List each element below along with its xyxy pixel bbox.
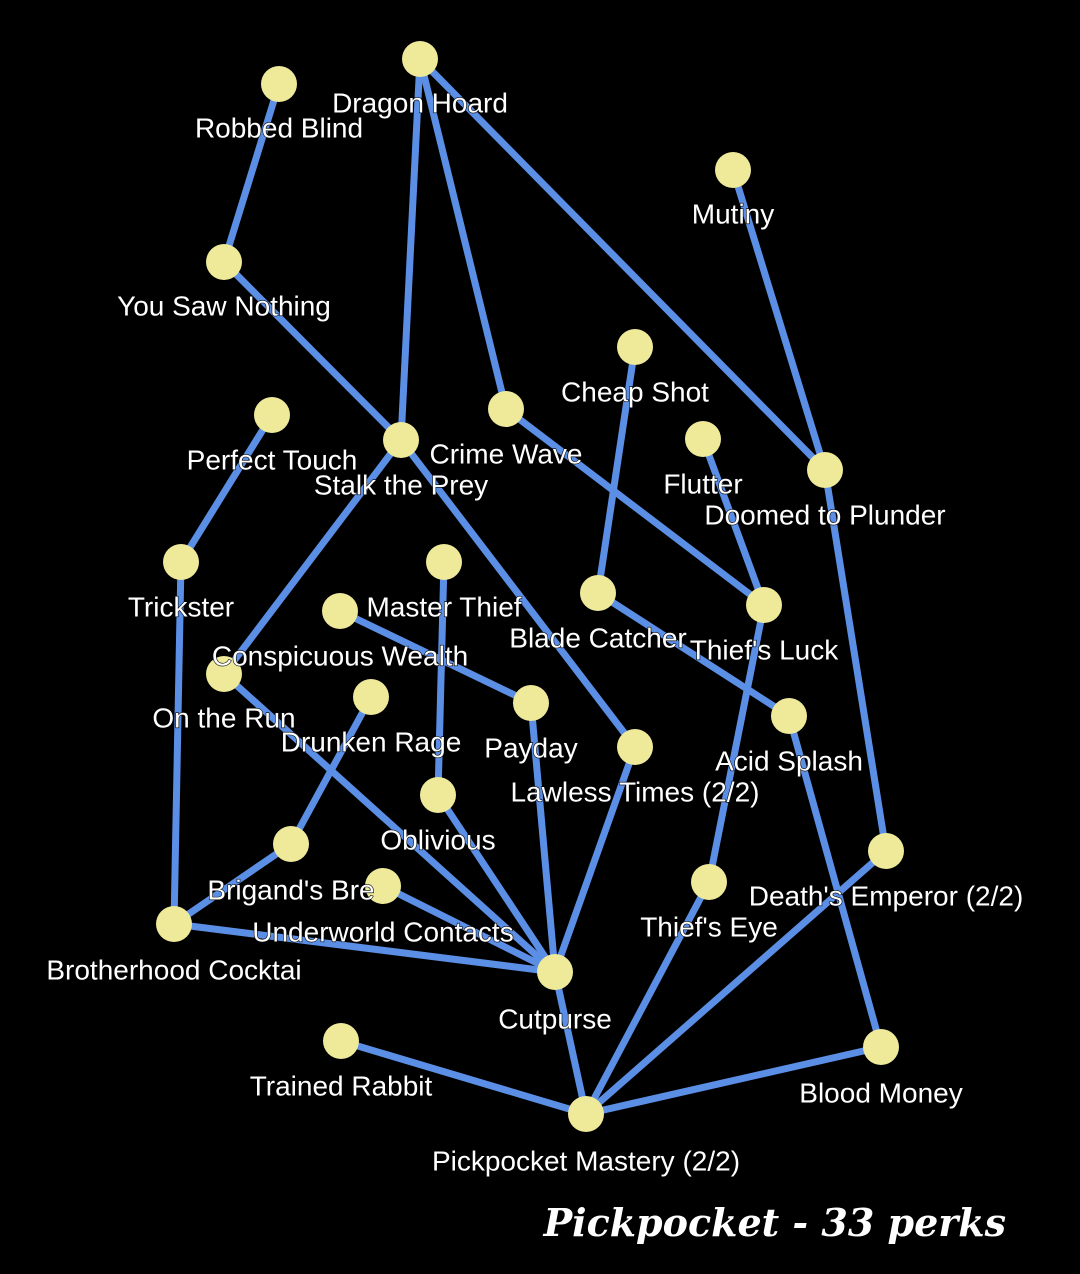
link-acid-splash-to-blood-money bbox=[785, 712, 885, 1051]
link-thiefs-eye-to-pickpocket-mastery bbox=[582, 878, 713, 1118]
perk-label-cheap-shot: Cheap Shot bbox=[561, 376, 709, 407]
perk-label-stalk-the-prey: Stalk the Prey bbox=[314, 469, 488, 500]
link-on-the-run-to-cutpurse bbox=[220, 670, 559, 976]
perk-node-doomed-to-plunder[interactable] bbox=[807, 452, 843, 488]
perk-node-cheap-shot[interactable] bbox=[617, 329, 653, 365]
perk-node-cutpurse[interactable] bbox=[537, 954, 573, 990]
perk-label-blood-money: Blood Money bbox=[799, 1077, 962, 1108]
link-mutiny-to-doomed-to-plunder bbox=[729, 166, 829, 474]
perk-label-conspicuous-wealth: Conspicuous Wealth bbox=[212, 640, 468, 671]
perk-node-brotherhood-cocktail[interactable] bbox=[156, 906, 192, 942]
perk-label-trained-rabbit: Trained Rabbit bbox=[250, 1070, 433, 1101]
link-lawless-times-to-cutpurse bbox=[551, 743, 639, 976]
perk-label-mutiny: Mutiny bbox=[692, 198, 774, 229]
link-stalk-the-prey-to-on-the-run bbox=[220, 436, 405, 678]
perk-label-thiefs-luck: Thief's Luck bbox=[690, 634, 840, 665]
perk-label-doomed-to-plunder: Doomed to Plunder bbox=[704, 499, 945, 530]
perk-node-robbed-blind[interactable] bbox=[261, 66, 297, 102]
link-blood-money-to-pickpocket-mastery bbox=[582, 1043, 885, 1118]
link-drunken-rage-to-brigands-brew bbox=[287, 693, 375, 848]
link-perfect-touch-to-trickster bbox=[177, 411, 276, 566]
link-doomed-to-plunder-to-deaths-emperor bbox=[821, 466, 890, 855]
link-cheap-shot-to-blade-catcher bbox=[594, 343, 639, 597]
perk-label-drunken-rage: Drunken Rage bbox=[281, 726, 462, 757]
perk-node-blade-catcher[interactable] bbox=[580, 575, 616, 611]
perk-node-brigands-brew[interactable] bbox=[273, 826, 309, 862]
perk-label-on-the-run: On the Run bbox=[152, 702, 295, 733]
perk-label-dragon-hoard: Dragon Hoard bbox=[332, 87, 508, 118]
perk-node-crime-wave[interactable] bbox=[488, 391, 524, 427]
link-oblivious-to-cutpurse bbox=[434, 791, 559, 976]
perk-label-blade-catcher: Blade Catcher bbox=[509, 622, 686, 653]
link-trickster-to-brotherhood-cocktail bbox=[170, 558, 185, 928]
link-conspicuous-wealth-to-payday bbox=[336, 607, 535, 707]
perk-node-master-thief[interactable] bbox=[426, 544, 462, 580]
perk-label-thiefs-eye: Thief's Eye bbox=[640, 911, 778, 942]
perk-label-trickster: Trickster bbox=[128, 591, 234, 622]
perk-node-stalk-the-prey[interactable] bbox=[383, 422, 419, 458]
perk-node-trickster[interactable] bbox=[163, 544, 199, 580]
perk-node-flutter[interactable] bbox=[685, 421, 721, 457]
link-underworld-contacts-to-cutpurse bbox=[379, 882, 559, 976]
perk-node-underworld-contacts[interactable] bbox=[365, 868, 401, 904]
perk-label-oblivious: Oblivious bbox=[380, 824, 495, 855]
perk-node-pickpocket-mastery[interactable] bbox=[568, 1096, 604, 1132]
perk-label-crime-wave: Crime Wave bbox=[430, 438, 583, 469]
perk-node-thiefs-eye[interactable] bbox=[691, 864, 727, 900]
perk-links bbox=[170, 55, 890, 1118]
perk-node-trained-rabbit[interactable] bbox=[323, 1023, 359, 1059]
perk-node-on-the-run[interactable] bbox=[206, 656, 242, 692]
link-trained-rabbit-to-pickpocket-mastery bbox=[337, 1037, 590, 1118]
link-brotherhood-cocktail-to-cutpurse bbox=[170, 920, 559, 976]
perk-node-oblivious[interactable] bbox=[420, 777, 456, 813]
perk-label-payday: Payday bbox=[484, 732, 577, 763]
perk-label-acid-splash: Acid Splash bbox=[715, 745, 863, 776]
perk-node-payday[interactable] bbox=[513, 685, 549, 721]
perk-node-dragon-hoard[interactable] bbox=[402, 41, 438, 77]
perk-node-mutiny[interactable] bbox=[715, 152, 751, 188]
perk-label-deaths-emperor: Death's Emperor (2/2) bbox=[749, 880, 1024, 911]
perk-node-deaths-emperor[interactable] bbox=[868, 833, 904, 869]
perk-label-brigands-brew: Brigand's Bre bbox=[207, 874, 374, 905]
perk-nodes bbox=[156, 41, 904, 1132]
link-payday-to-cutpurse bbox=[527, 699, 559, 976]
link-dragon-hoard-to-doomed-to-plunder bbox=[416, 55, 829, 474]
perk-node-perfect-touch[interactable] bbox=[254, 397, 290, 433]
link-dragon-hoard-to-stalk-the-prey bbox=[397, 55, 424, 444]
perk-label-lawless-times: Lawless Times (2/2) bbox=[511, 776, 760, 807]
link-dragon-hoard-to-crime-wave bbox=[416, 55, 510, 413]
link-crime-wave-to-thiefs-luck bbox=[502, 405, 768, 609]
perk-node-blood-money[interactable] bbox=[863, 1029, 899, 1065]
link-master-thief-to-oblivious bbox=[434, 558, 448, 799]
perk-node-conspicuous-wealth[interactable] bbox=[322, 593, 358, 629]
perk-node-acid-splash[interactable] bbox=[771, 698, 807, 734]
link-you-saw-nothing-to-stalk-the-prey bbox=[220, 258, 405, 444]
perk-label-brotherhood-cocktail: Brotherhood Cocktai bbox=[46, 954, 301, 985]
perk-label-perfect-touch: Perfect Touch bbox=[187, 444, 358, 475]
link-brigands-brew-to-brotherhood-cocktail bbox=[170, 840, 295, 928]
perk-label-master-thief: Master Thief bbox=[366, 591, 521, 622]
perk-node-drunken-rage[interactable] bbox=[353, 679, 389, 715]
link-deaths-emperor-to-pickpocket-mastery bbox=[582, 847, 890, 1118]
perk-node-lawless-times[interactable] bbox=[617, 729, 653, 765]
perk-label-flutter: Flutter bbox=[663, 468, 742, 499]
perk-node-you-saw-nothing[interactable] bbox=[206, 244, 242, 280]
link-thiefs-luck-to-thiefs-eye bbox=[705, 601, 768, 886]
perk-label-underworld-contacts: Underworld Contacts bbox=[252, 916, 513, 947]
perk-label-robbed-blind: Robbed Blind bbox=[195, 112, 363, 143]
tree-caption: Pickpocket - 33 perks bbox=[543, 1200, 1006, 1245]
link-flutter-to-thiefs-luck bbox=[699, 435, 768, 609]
link-blade-catcher-to-acid-splash bbox=[594, 589, 793, 720]
perk-label-cutpurse: Cutpurse bbox=[498, 1003, 612, 1034]
perk-label-you-saw-nothing: You Saw Nothing bbox=[117, 290, 331, 321]
link-stalk-the-prey-to-lawless-times bbox=[397, 436, 639, 751]
perk-label-pickpocket-mastery: Pickpocket Mastery (2/2) bbox=[432, 1145, 740, 1176]
link-robbed-blind-to-you-saw-nothing bbox=[220, 80, 283, 266]
link-cutpurse-to-pickpocket-mastery bbox=[551, 968, 590, 1118]
perk-node-thiefs-luck[interactable] bbox=[746, 587, 782, 623]
